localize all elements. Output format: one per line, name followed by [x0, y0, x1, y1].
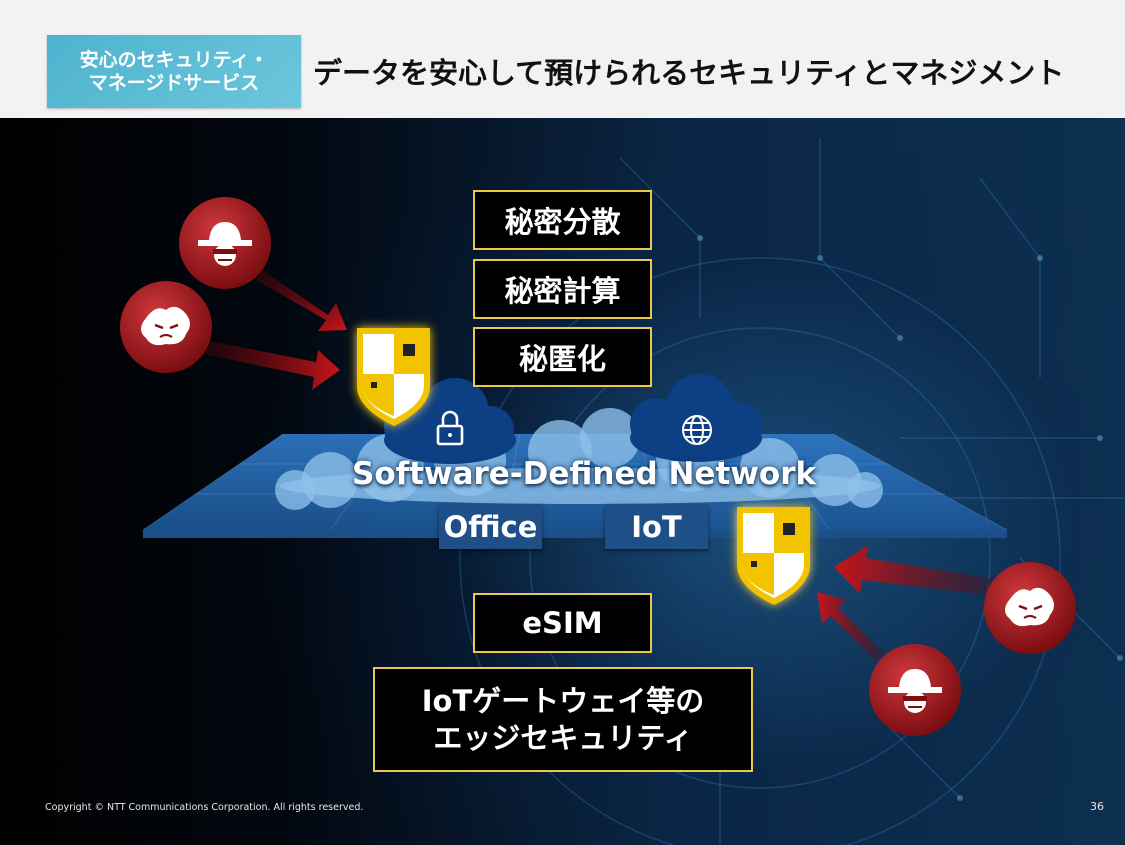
edge-security-line-2: エッジセキュリティ	[433, 720, 693, 755]
edge-security-box: IoTゲートウェイ等の エッジセキュリティ	[373, 667, 753, 772]
iot-tag: IoT	[605, 504, 708, 549]
esim-box: eSIM	[473, 593, 652, 653]
attack-arrows	[203, 270, 1000, 661]
sdn-label: Software-Defined Network	[352, 456, 817, 492]
diagram-area: 秘密分散 秘密計算 秘匿化 Software-Defined Network O…	[0, 118, 1125, 845]
service-badge: 安心のセキュリティ・ マネージドサービス	[47, 35, 301, 108]
secure-cloud	[384, 378, 516, 464]
hacker-icon	[179, 197, 271, 289]
layer-anonymization: 秘匿化	[473, 327, 652, 387]
page-number: 36	[1090, 800, 1104, 813]
edge-security-line-1: IoTゲートウェイ等の	[421, 683, 705, 718]
sdn-cloud-band	[275, 408, 883, 510]
slide-header: 安心のセキュリティ・ マネージドサービス データを安心して預けられるセキュリティ…	[0, 0, 1125, 118]
layer-secure-computation: 秘密計算	[473, 259, 652, 319]
internet-cloud	[630, 374, 762, 462]
shield-icon	[737, 507, 810, 605]
badge-line-2: マネージドサービス	[88, 71, 260, 94]
slide-title: データを安心して預けられるセキュリティとマネジメント	[313, 56, 1065, 90]
shield-icon	[357, 328, 430, 426]
office-tag: Office	[439, 504, 542, 549]
lock-icon	[436, 410, 464, 446]
layer-secret-sharing: 秘密分散	[473, 190, 652, 250]
diagram-graphics	[120, 138, 1125, 845]
virus-icon	[984, 562, 1076, 654]
badge-line-1: 安心のセキュリティ・	[79, 48, 269, 71]
virus-icon	[120, 281, 212, 373]
globe-icon	[682, 415, 712, 445]
hacker-icon	[869, 644, 961, 736]
copyright: Copyright © NTT Communications Corporati…	[45, 802, 364, 813]
